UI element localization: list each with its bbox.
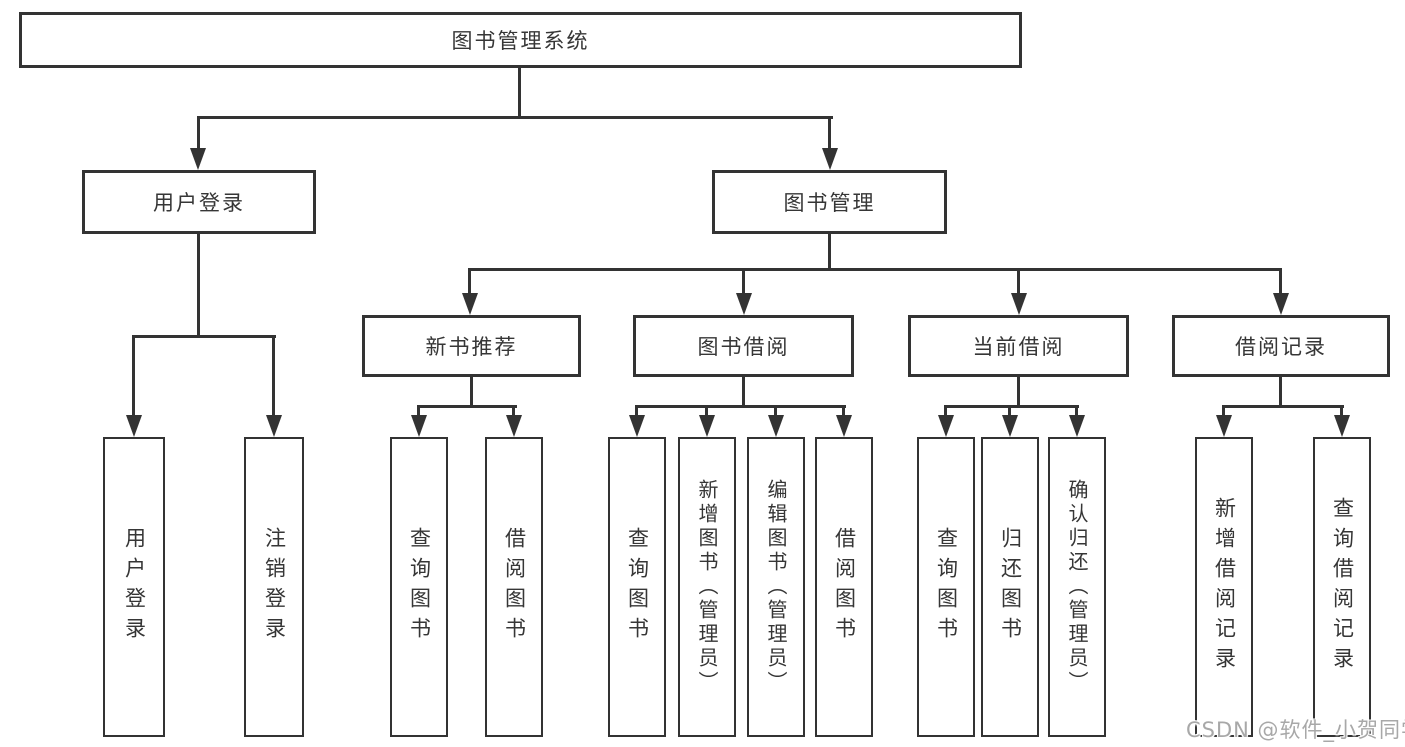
- arrowhead-down-icon: [1011, 293, 1027, 315]
- leaf-query-books-recommend-label: 查询图书: [407, 527, 432, 647]
- connector-line-horizontal: [417, 405, 517, 408]
- leaf-edit-books-admin: 编辑图书（管理员）: [747, 437, 805, 737]
- connector-line-horizontal: [944, 405, 1079, 408]
- node-user-login: 用户登录: [82, 170, 316, 234]
- leaf-borrow-books-recommend: 借阅图书: [485, 437, 543, 737]
- leaf-query-books-borrowing-label: 查询图书: [625, 527, 650, 647]
- leaf-confirm-return-admin-label: 确认归还（管理员）: [1065, 479, 1089, 695]
- leaf-query-borrowing-record-label: 查询借阅记录: [1330, 497, 1355, 677]
- connector-line-horizontal: [635, 405, 846, 408]
- arrowhead-down-icon: [462, 293, 478, 315]
- connector-line-vertical: [197, 116, 200, 150]
- node-borrowing-records: 借阅记录: [1172, 315, 1390, 377]
- leaf-return-books: 归还图书: [981, 437, 1039, 737]
- leaf-borrow-books-borrowing-label: 借阅图书: [832, 527, 857, 647]
- connector-line-vertical: [470, 377, 473, 408]
- watermark: CSDN @软件_小贺同学: [1186, 718, 1405, 742]
- connector-line-vertical: [635, 405, 638, 417]
- leaf-borrow-books-borrowing: 借阅图书: [815, 437, 873, 737]
- connector-line-vertical: [417, 405, 420, 417]
- leaf-add-borrowing-record-label: 新增借阅记录: [1212, 497, 1237, 677]
- connector-line-horizontal: [132, 335, 276, 338]
- connector-line-vertical: [828, 234, 831, 271]
- leaf-query-books-current-label: 查询图书: [934, 527, 959, 647]
- connector-line-vertical: [842, 405, 845, 417]
- leaf-query-books-current: 查询图书: [917, 437, 975, 737]
- connector-line-horizontal: [197, 116, 833, 119]
- connector-line-vertical: [705, 405, 708, 417]
- leaf-add-books-admin-label: 新增图书（管理员）: [695, 479, 719, 695]
- arrowhead-down-icon: [1002, 415, 1018, 437]
- arrowhead-down-icon: [411, 415, 427, 437]
- node-book-management: 图书管理: [712, 170, 947, 234]
- node-book-borrowing: 图书借阅: [633, 315, 854, 377]
- leaf-user-login-label: 用户登录: [122, 527, 147, 647]
- leaf-query-borrowing-record: 查询借阅记录: [1313, 437, 1371, 737]
- leaf-edit-books-admin-label: 编辑图书（管理员）: [764, 479, 788, 695]
- node-root: 图书管理系统: [19, 12, 1022, 68]
- node-root-label: 图书管理系统: [451, 29, 590, 53]
- connector-line-vertical: [1075, 405, 1078, 417]
- node-current-borrowing-label: 当前借阅: [972, 335, 1065, 359]
- connector-line-vertical: [468, 268, 471, 295]
- leaf-return-books-label: 归还图书: [998, 527, 1023, 647]
- arrowhead-down-icon: [822, 148, 838, 170]
- leaf-add-borrowing-record: 新增借阅记录: [1195, 437, 1253, 737]
- node-new-book-recommend-label: 新书推荐: [425, 335, 518, 359]
- connector-line-vertical: [1008, 405, 1011, 417]
- arrowhead-down-icon: [1334, 415, 1350, 437]
- leaf-query-books-recommend: 查询图书: [390, 437, 448, 737]
- connector-line-vertical: [742, 377, 745, 408]
- connector-line-vertical: [132, 335, 135, 417]
- arrowhead-down-icon: [836, 415, 852, 437]
- leaf-add-books-admin: 新增图书（管理员）: [678, 437, 736, 737]
- arrowhead-down-icon: [126, 415, 142, 437]
- arrowhead-down-icon: [190, 148, 206, 170]
- connector-line-horizontal: [1222, 405, 1344, 408]
- connector-line-vertical: [1017, 377, 1020, 408]
- arrowhead-down-icon: [768, 415, 784, 437]
- leaf-confirm-return-admin: 确认归还（管理员）: [1048, 437, 1106, 737]
- connector-line-vertical: [944, 405, 947, 417]
- connector-line-vertical: [512, 405, 515, 417]
- connector-line-vertical: [272, 335, 275, 417]
- node-borrowing-records-label: 借阅记录: [1235, 335, 1327, 359]
- connector-line-vertical: [1279, 377, 1282, 408]
- leaf-query-books-borrowing: 查询图书: [608, 437, 666, 737]
- leaf-logout: 注销登录: [244, 437, 304, 737]
- leaf-logout-label: 注销登录: [262, 527, 287, 647]
- leaf-borrow-books-recommend-label: 借阅图书: [502, 527, 527, 647]
- connector-line-vertical: [1279, 268, 1282, 295]
- connector-line-vertical: [742, 268, 745, 295]
- connector-line-horizontal: [468, 268, 1282, 271]
- arrowhead-down-icon: [736, 293, 752, 315]
- connector-line-vertical: [1017, 268, 1020, 295]
- connector-line-vertical: [774, 405, 777, 417]
- arrowhead-down-icon: [1273, 293, 1289, 315]
- node-book-management-label: 图书管理: [783, 191, 876, 215]
- connector-line-vertical: [197, 234, 200, 338]
- node-book-borrowing-label: 图书借阅: [697, 335, 790, 359]
- node-user-login-label: 用户登录: [153, 191, 245, 215]
- leaf-user-login: 用户登录: [103, 437, 165, 737]
- node-current-borrowing: 当前借阅: [908, 315, 1129, 377]
- node-new-book-recommend: 新书推荐: [362, 315, 581, 377]
- arrowhead-down-icon: [699, 415, 715, 437]
- arrowhead-down-icon: [1216, 415, 1232, 437]
- arrowhead-down-icon: [506, 415, 522, 437]
- arrowhead-down-icon: [1069, 415, 1085, 437]
- connector-line-vertical: [518, 68, 521, 119]
- arrowhead-down-icon: [938, 415, 954, 437]
- connector-line-vertical: [1340, 405, 1343, 417]
- connector-line-vertical: [1222, 405, 1225, 417]
- arrowhead-down-icon: [266, 415, 282, 437]
- connector-line-vertical: [828, 116, 831, 150]
- arrowhead-down-icon: [629, 415, 645, 437]
